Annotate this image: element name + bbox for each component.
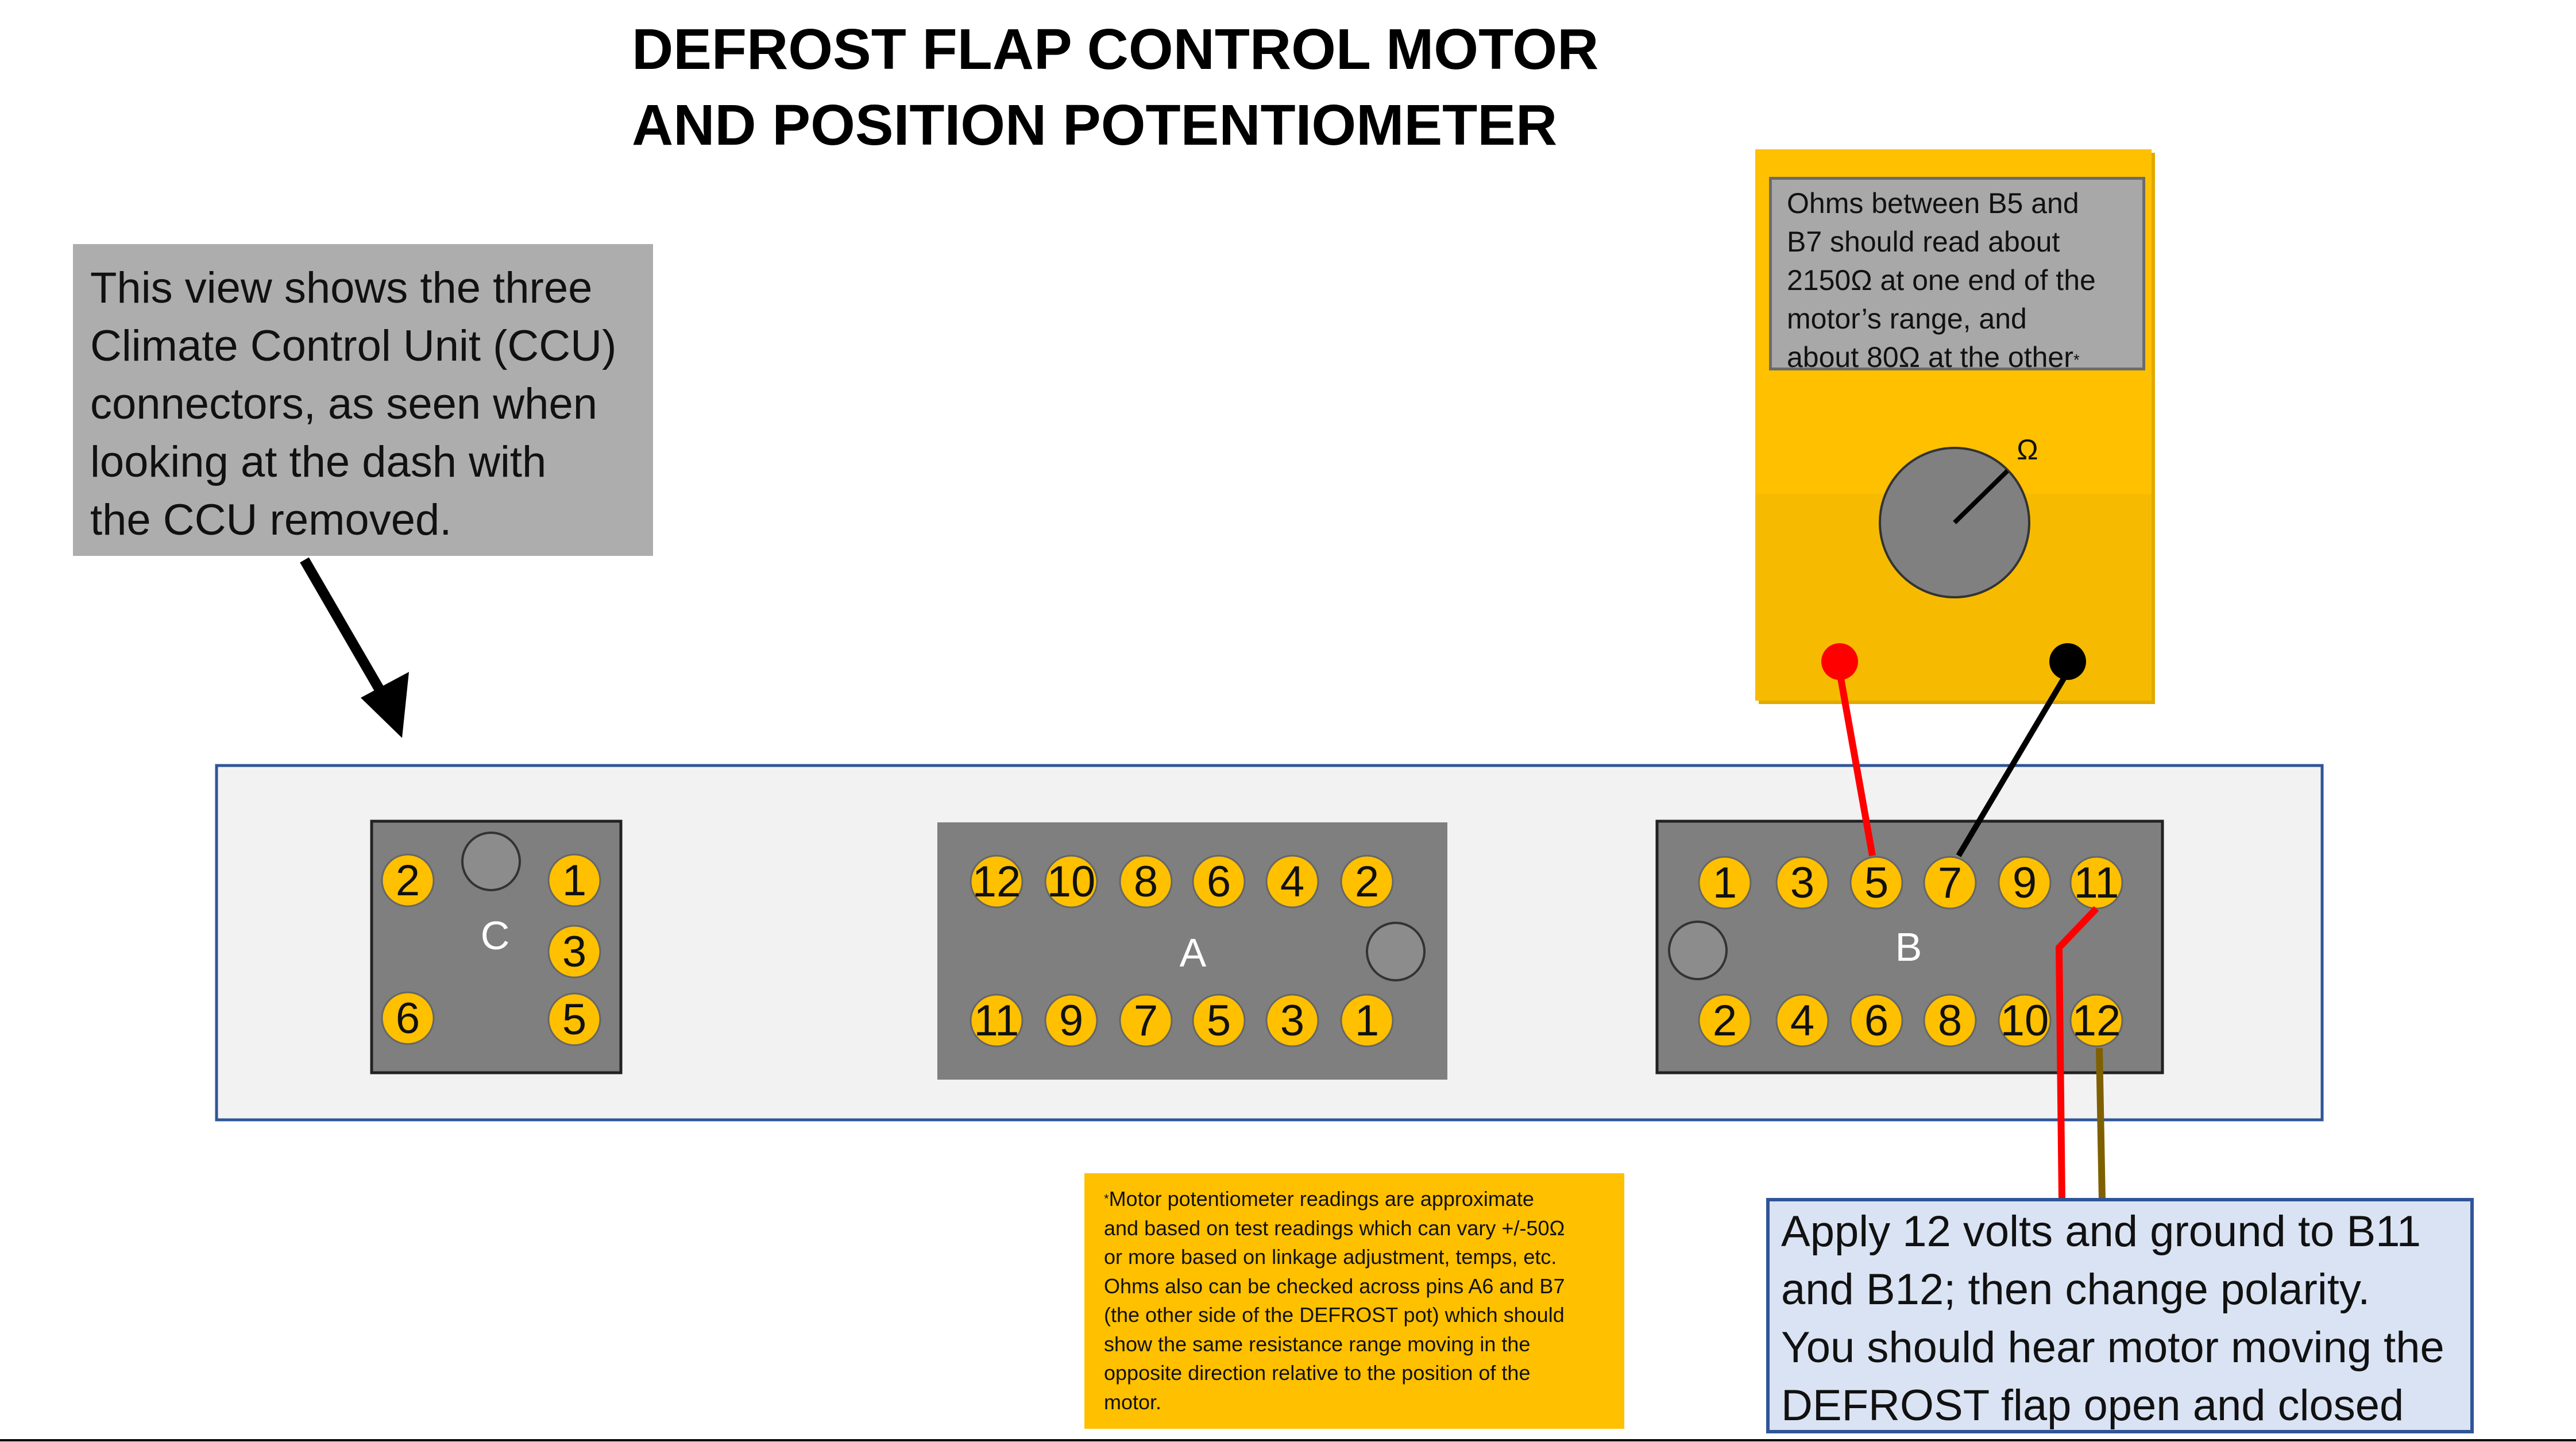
- svg-text:2: 2: [1355, 857, 1379, 906]
- connector-a-key: [1366, 922, 1426, 981]
- svg-text:1: 1: [1713, 859, 1737, 907]
- connector-a-pin: 9: [1044, 993, 1098, 1047]
- red-probe-jack: [1821, 643, 1858, 680]
- connector-a-pin: 3: [1265, 993, 1319, 1047]
- ccu-view-note: This view shows the three Climate Contro…: [73, 244, 653, 556]
- svg-text:5: 5: [1864, 859, 1888, 907]
- svg-text:3: 3: [1790, 859, 1814, 907]
- svg-text:1: 1: [562, 856, 586, 905]
- pointer-arrow: [300, 557, 409, 738]
- connector-a-pin: 5: [1192, 993, 1246, 1047]
- connector-a-pin: 4: [1265, 855, 1319, 909]
- connector-a-pin: 7: [1119, 993, 1173, 1047]
- svg-text:10: 10: [1047, 857, 1096, 906]
- svg-text:5: 5: [1207, 996, 1231, 1045]
- svg-text:7: 7: [1134, 996, 1158, 1045]
- svg-text:9: 9: [2013, 859, 2037, 907]
- page-title: DEFROST FLAP CONTROL MOTOR AND POSITION …: [632, 17, 1599, 157]
- footnote-mark: *: [2073, 351, 2080, 369]
- connector-b-label: B: [1895, 925, 1922, 969]
- svg-text:5: 5: [562, 995, 586, 1044]
- ohm-symbol: Ω: [2017, 434, 2038, 466]
- svg-text:6: 6: [1864, 996, 1888, 1045]
- svg-text:9: 9: [1059, 996, 1083, 1045]
- svg-text:4: 4: [1790, 996, 1814, 1045]
- svg-text:7: 7: [1938, 859, 1962, 907]
- connector-c-label: C: [481, 913, 510, 958]
- connector-a-label: A: [1180, 930, 1207, 975]
- connector-b: B 1 3 5 7 9 11 2 4 6 8 10 12: [1655, 819, 2164, 1074]
- black-probe-jack: [2049, 643, 2086, 680]
- connector-b-pin: 12: [2069, 993, 2123, 1047]
- connector-c-pin: 1: [547, 853, 601, 907]
- connector-a-pin: 10: [1044, 855, 1098, 909]
- svg-text:8: 8: [1938, 996, 1962, 1045]
- svg-text:11: 11: [2074, 859, 2119, 907]
- svg-text:1: 1: [1355, 996, 1379, 1045]
- connector-b-pin: 9: [1998, 856, 2052, 910]
- svg-text:12: 12: [972, 857, 1021, 906]
- connector-b-pin: 4: [1775, 993, 1829, 1047]
- connector-b-pin: 7: [1923, 856, 1977, 910]
- connector-a-pin: 2: [1340, 855, 1394, 909]
- svg-text:3: 3: [562, 927, 586, 976]
- connector-c: C 2 1 3 6 5: [370, 819, 623, 1074]
- connector-c-pin: 6: [381, 991, 435, 1045]
- connector-b-pin: 10: [1998, 993, 2052, 1047]
- connector-c-key: [461, 832, 521, 891]
- red-probe-wire: [1836, 671, 1876, 857]
- connector-a-pin: 6: [1192, 855, 1246, 909]
- svg-text:12: 12: [2072, 996, 2121, 1045]
- footnote-mark: *: [1104, 1192, 1109, 1206]
- connector-c-pin: 3: [547, 925, 601, 979]
- connector-b-pin: 1: [1698, 856, 1752, 910]
- svg-text:6: 6: [1207, 857, 1231, 906]
- svg-text:11: 11: [974, 996, 1019, 1045]
- connector-b-pin: 11: [2069, 856, 2123, 910]
- svg-text:2: 2: [1713, 996, 1737, 1045]
- svg-text:6: 6: [396, 994, 420, 1043]
- connector-a-pin: 1: [1340, 993, 1394, 1047]
- svg-text:4: 4: [1280, 857, 1304, 906]
- connector-a-pin: 8: [1119, 855, 1173, 909]
- connector-a-pin: 12: [970, 855, 1024, 909]
- dial-pointer: [1953, 469, 2009, 524]
- connector-b-key: [1668, 921, 1728, 980]
- connector-b-pin: 5: [1849, 856, 1903, 910]
- svg-text:8: 8: [1134, 857, 1158, 906]
- brown-ground-wire: [2096, 1047, 2106, 1201]
- red-power-wire: [2055, 906, 2099, 1201]
- svg-text:10: 10: [2000, 996, 2049, 1045]
- apply-voltage-note: Apply 12 volts and ground to B11 and B12…: [1766, 1198, 2474, 1433]
- connector-b-pin: 8: [1923, 993, 1977, 1047]
- connector-b-pin: 3: [1775, 856, 1829, 910]
- multimeter-display: Ohms between B5 and B7 should read about…: [1769, 177, 2145, 373]
- connector-b-pin: 2: [1698, 993, 1752, 1047]
- connector-c-pin: 5: [547, 992, 601, 1046]
- connector-b-pin: 6: [1849, 993, 1903, 1047]
- svg-text:3: 3: [1280, 996, 1304, 1045]
- svg-text:2: 2: [396, 856, 420, 905]
- potentiometer-footnote: *Motor potentiometer readings are approx…: [1084, 1173, 1624, 1429]
- connector-c-pin: 2: [381, 853, 435, 907]
- connector-a-pin: 11: [970, 993, 1024, 1047]
- black-probe-wire: [1956, 670, 2071, 857]
